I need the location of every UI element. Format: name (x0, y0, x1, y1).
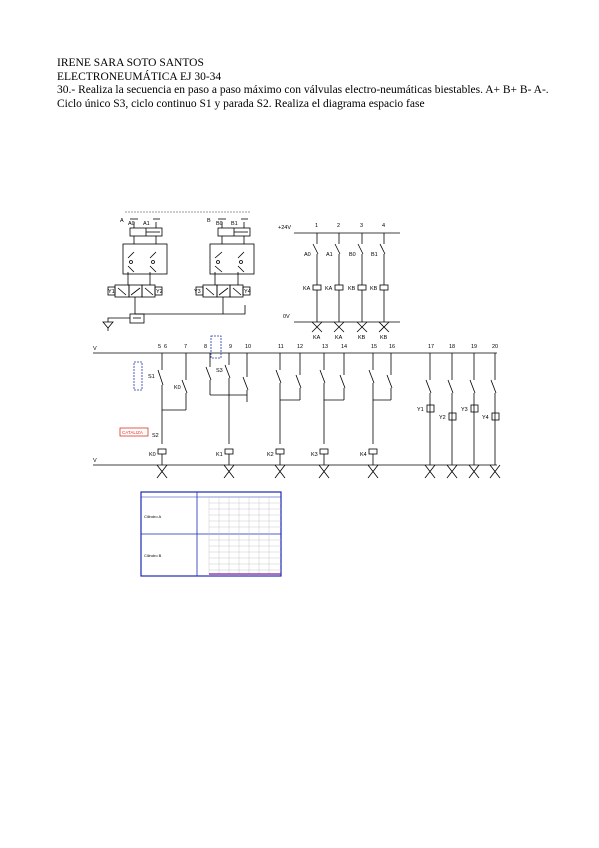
coil-label-col4: KB (370, 286, 378, 292)
coil-label-k2: K2 (267, 452, 274, 458)
coil-label-y1: Y1 (108, 289, 115, 295)
task-description: 30.- Realiza la secuencia en paso a paso… (57, 84, 549, 110)
contact-label-b1: B1 (371, 252, 378, 258)
rung-number-17: 17 (428, 344, 434, 350)
document-header: IRENE SARA SOTO SANTOS ELECTRONEUMÁTICA … (57, 57, 557, 111)
valve-coil-y4: Y4 (482, 415, 489, 421)
relay-circuit (294, 232, 400, 333)
supply-bottom-label: 0V (283, 314, 290, 320)
rung-number-14: 14 (341, 344, 347, 350)
coil-label-k0: K0 (149, 452, 156, 458)
contact-label-b0: B0 (349, 252, 356, 258)
rung-number-20: 20 (492, 344, 498, 350)
coil-label-y3: Y3 (194, 289, 201, 295)
coil-label-col3: KB (348, 286, 356, 292)
ground-label-col4: KB (380, 335, 388, 341)
ground-label-col2: KA (335, 335, 343, 341)
rung-number-18: 18 (449, 344, 455, 350)
coil-label-k4: K4 (360, 452, 367, 458)
cylinder-b (209, 218, 255, 275)
ground-label-col3: KB (358, 335, 366, 341)
coil-label-y4: Y4 (244, 289, 251, 295)
coil-label-y2: Y2 (156, 289, 163, 295)
ladder-diagram (93, 352, 501, 479)
contact-label-k0: K0 (174, 385, 181, 391)
rung-number-10: 10 (245, 344, 251, 350)
valve-coil-y2: Y2 (439, 415, 446, 421)
rung-number-7: 7 (184, 344, 187, 350)
valve-coil-y1: Y1 (417, 407, 424, 413)
coil-label-col1: KA (303, 286, 311, 292)
phase-row-cylinder-a: Cilindro A (144, 514, 161, 519)
cylinder-letter-b: B (207, 218, 211, 224)
switch-label-s2: S2 (152, 433, 159, 439)
switch-label-s1: S1 (148, 374, 155, 380)
valve-a (107, 272, 163, 305)
rung-number-11: 11 (278, 344, 284, 350)
column-number-3: 3 (360, 223, 363, 229)
rung-number-16: 16 (389, 344, 395, 350)
coil-label-col2: KA (325, 286, 333, 292)
sensor-label-b0: B0 (216, 221, 223, 227)
rung-number-8: 8 (204, 344, 207, 350)
cylinder-letter-a: A (120, 218, 124, 224)
rung-number-19: 19 (471, 344, 477, 350)
rung-number-6: 6 (164, 344, 167, 350)
sensor-label-a0: A0 (128, 221, 135, 227)
sensor-label-a1: A1 (143, 221, 150, 227)
annotation-label: CATALIZA (122, 430, 143, 435)
column-number-1: 1 (315, 223, 318, 229)
rung-number-13: 13 (322, 344, 328, 350)
valve-b (195, 272, 251, 305)
supply-top-label: +24V (278, 225, 291, 231)
ground-label-col1: KA (313, 335, 321, 341)
switch-label-s3: S3 (216, 368, 223, 374)
rung-number-12: 12 (297, 344, 303, 350)
contact-label-a0: A0 (304, 252, 311, 258)
course-title: ELECTRONEUMÁTICA EJ 30-34 (57, 70, 222, 83)
rung-number-5: 5 (158, 344, 161, 350)
coil-label-k1: K1 (216, 452, 223, 458)
phase-diagram (140, 491, 282, 577)
coil-label-k3: K3 (311, 452, 318, 458)
column-number-2: 2 (337, 223, 340, 229)
cylinder-a (122, 218, 168, 275)
phase-row-cylinder-b: Cilindro B (144, 553, 162, 558)
rung-number-15: 15 (371, 344, 377, 350)
column-number-4: 4 (382, 223, 385, 229)
rung-number-9: 9 (229, 344, 232, 350)
rail-bottom-label: V (93, 458, 97, 464)
valve-coil-y3: Y3 (461, 407, 468, 413)
contact-label-a1: A1 (326, 252, 333, 258)
rail-top-label: V (93, 346, 97, 352)
sensor-label-b1: B1 (231, 221, 238, 227)
author-name: IRENE SARA SOTO SANTOS (57, 57, 204, 69)
